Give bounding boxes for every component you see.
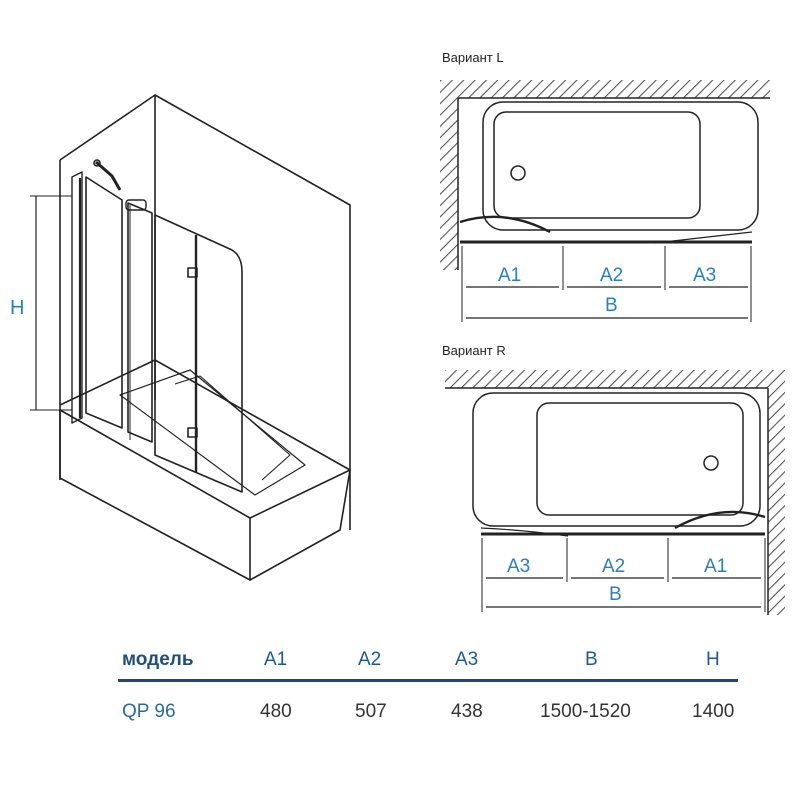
spec-table: модель A1 A2 A3 B H QP 96 480 507 438 15…: [0, 630, 800, 730]
back-wall: [59, 94, 351, 530]
variant-r-door-arc: [674, 510, 766, 530]
spec-table-row: QP 96 480 507 438 1500-1520 1400: [0, 697, 800, 727]
variant-r-label-b: B: [609, 584, 622, 605]
variant-l-label-b: B: [605, 295, 618, 316]
variant-r-drain-icon: [703, 455, 719, 471]
variant-r-label-a1: A1: [704, 556, 727, 577]
bathtub-front-face: [59, 410, 251, 581]
bathtub-basin: [174, 375, 291, 481]
variant-r-title: Вариант R: [442, 343, 506, 358]
variant-l-label-a2: A2: [600, 265, 623, 286]
variant-l-drain-icon: [510, 165, 526, 181]
row-a3: 438: [451, 701, 483, 722]
glass-panel-a2: [127, 202, 153, 443]
hinge-upper-icon: [125, 199, 147, 211]
spec-table-header: модель A1 A2 A3 B H: [0, 645, 800, 675]
variant-l-left-wall: [440, 80, 458, 270]
wall-mount-icon: [95, 160, 122, 191]
bathtub-end-face: [249, 469, 351, 581]
row-model: QP 96: [122, 701, 176, 722]
hinge-bottom-icon: [187, 427, 198, 438]
variant-l-end-arc: [654, 231, 753, 244]
variant-r-bathtub-basin: [536, 402, 744, 516]
row-a1: 480: [260, 701, 292, 722]
header-a3: A3: [455, 649, 479, 670]
header-b: B: [585, 649, 598, 670]
variant-r-plan: [445, 370, 785, 615]
glass-panel-fixed: [71, 171, 83, 424]
variant-r-bathtub: [472, 392, 761, 527]
variant-l-bathtub: [482, 101, 759, 231]
row-a2: 507: [355, 701, 387, 722]
variant-l-plan: [440, 80, 770, 322]
variant-r-right-wall: [768, 370, 785, 615]
glass-panel-a1: [85, 176, 123, 429]
variant-l-title: Вариант L: [442, 50, 504, 65]
hinge-top-icon: [187, 267, 198, 278]
row-h: 1400: [692, 701, 735, 722]
variant-l-label-a1: A1: [498, 265, 521, 286]
header-h: H: [706, 649, 720, 670]
header-model: модель: [122, 649, 194, 670]
variant-r-top-wall: [445, 370, 785, 388]
header-a2: A2: [358, 649, 382, 670]
header-a1: A1: [264, 649, 288, 670]
variant-l-label-a3: A3: [693, 265, 716, 286]
glass-panel-a3: [154, 214, 243, 493]
perspective-view: [30, 94, 351, 581]
variant-r-label-a2: A2: [602, 556, 625, 577]
variant-l-top-wall: [440, 80, 770, 98]
row-b: 1500-1520: [540, 701, 631, 722]
variant-l-bathtub-basin: [493, 111, 701, 219]
mount-cap: [93, 159, 101, 167]
bathtub-rim-inner: [119, 369, 306, 496]
variant-l-door-arc: [459, 215, 551, 234]
height-label: H: [10, 297, 24, 319]
table-divider: [118, 679, 738, 682]
variant-r-label-a3: A3: [507, 556, 530, 577]
bathtub: [59, 359, 351, 519]
variant-r-end-arc: [480, 527, 569, 537]
